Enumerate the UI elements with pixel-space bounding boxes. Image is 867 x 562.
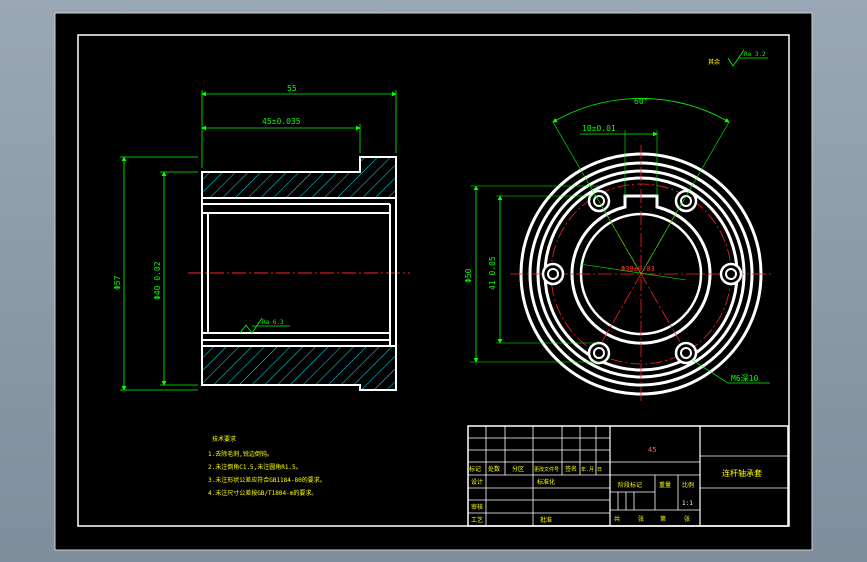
sheet-unit-label: 张 <box>684 515 690 523</box>
label-scale: 比例 <box>682 481 694 489</box>
dim-pitch-circle: Φ39±0.03 <box>621 265 655 273</box>
label-design: 设计 <box>471 478 483 486</box>
dim-total-length: 55 <box>287 84 297 93</box>
dim-keyway-width: 10±0.01 <box>582 124 616 133</box>
front-section-view: 55 45±0.035 Φ57 Φ40 0.02 Ra 6.3 <box>113 84 410 391</box>
title-block-text: 标记 处数 分区 更改文件号 签名 年.月.日 设计 标准化 审核 工艺 批准 … <box>469 446 762 524</box>
rev-header: 处数 <box>488 465 500 473</box>
bolt-hole <box>674 189 698 213</box>
label-approve: 批准 <box>540 516 552 524</box>
label-process: 工艺 <box>471 516 483 524</box>
dim-outer-diameter: Φ57 <box>113 275 122 290</box>
material-value: 45 <box>648 446 656 454</box>
rev-header: 更改文件号 <box>534 466 559 473</box>
dim-bore-diameter: Φ40 0.02 <box>153 261 162 300</box>
label-standardization: 标准化 <box>537 478 555 486</box>
title-block <box>467 425 789 527</box>
tech-req-item: 3.未注形状公差应符合GB1184-80的要求。 <box>208 476 326 484</box>
sheet-of-label: 张 <box>638 515 644 523</box>
rev-header: 年.月.日 <box>581 466 602 473</box>
drawing-border <box>77 34 790 527</box>
dim-flange-diameter: Φ50 <box>464 268 473 283</box>
thread-label: M6深10 <box>731 374 758 383</box>
sheet-no-label: 第 <box>660 515 666 523</box>
rev-header: 签名 <box>565 465 577 473</box>
dim-shoulder-length: 45±0.035 <box>262 117 301 126</box>
tech-req-item: 2.未注倒角C1.5,未注圆角R1.5。 <box>208 463 302 471</box>
dim-angle: 60° <box>634 97 648 106</box>
bolt-hole <box>719 262 743 286</box>
surface-finish-general: 其余 Ra 3.2 <box>708 49 768 67</box>
tech-req-item: 1.去除毛刺,锐边倒钝。 <box>208 450 273 458</box>
rev-header: 分区 <box>512 465 524 473</box>
dim-hole-diameter: 41 0.05 <box>488 256 497 290</box>
side-end-view: 60° 10±0.01 Φ50 41 0.05 Φ39±0.03 M6深10 <box>464 97 772 402</box>
rev-header: 标记 <box>469 465 481 473</box>
surface-finish-value: Ra 3.2 <box>744 51 766 58</box>
window-border <box>54 12 813 551</box>
surface-finish-prefix: 其余 <box>708 58 720 66</box>
technical-requirements: 技术要求 1.去除毛刺,锐边倒钝。 2.未注倒角C1.5,未注圆角R1.5。 3… <box>208 435 326 497</box>
label-weight: 重量 <box>659 481 671 489</box>
label-stage-mark: 阶段标记 <box>618 481 642 489</box>
tech-req-title: 技术要求 <box>212 435 236 443</box>
surface-finish-front: Ra 6.3 <box>262 319 284 326</box>
part-name: 连杆轴承套 <box>722 468 762 478</box>
bolt-hole <box>674 341 698 365</box>
bolt-hole <box>587 341 611 365</box>
bolt-hole <box>541 262 565 286</box>
scale-value: 1:1 <box>682 500 693 507</box>
label-review: 审核 <box>471 503 483 511</box>
tech-req-item: 4.未注尺寸公差按GB/T1804-m的要求。 <box>208 489 317 497</box>
sheet-total-label: 共 <box>614 515 620 523</box>
